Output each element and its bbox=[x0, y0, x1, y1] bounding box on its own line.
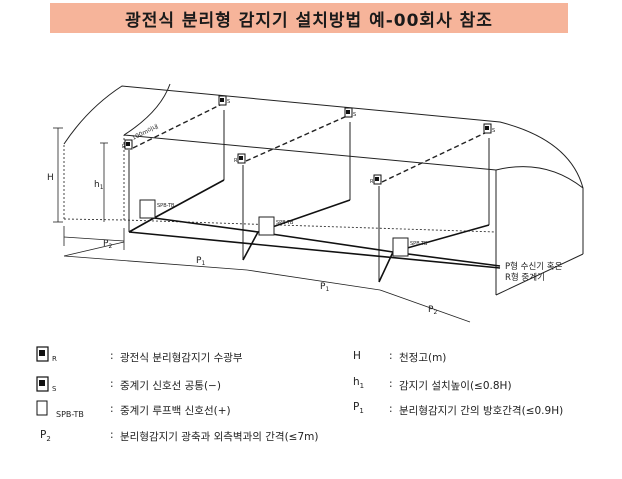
terminal-box-icon bbox=[36, 400, 48, 416]
distance-label: 100m이내 bbox=[130, 123, 159, 142]
sender-tag-2: S bbox=[353, 112, 356, 118]
dim-label-p2-left: P2 bbox=[103, 239, 112, 250]
receiver-icon bbox=[237, 153, 246, 164]
wiring bbox=[128, 179, 501, 283]
spb-tb-box-3 bbox=[392, 237, 409, 257]
legend-receiver-symbol: R bbox=[52, 355, 57, 363]
receiver-icon bbox=[373, 174, 382, 185]
spb-tb-box-2 bbox=[258, 216, 275, 236]
legend-colon: : bbox=[389, 378, 393, 390]
legend-terminal-symbol: SPB-TB bbox=[56, 410, 84, 419]
detector-tags: R S R S R S bbox=[122, 99, 495, 185]
spb-tb-label-3: SPB-TB bbox=[410, 241, 428, 247]
legend-colon: : bbox=[389, 403, 393, 415]
dim-label-h1: h1 bbox=[94, 180, 104, 191]
legend-h1-symbol: h1 bbox=[353, 376, 365, 391]
receiver-icon bbox=[36, 346, 49, 362]
receiver-tag-3: R bbox=[370, 179, 374, 185]
dimension-labels: H h1 P2 P1 P1 P2 bbox=[47, 173, 437, 316]
sender-icon bbox=[483, 123, 492, 134]
spb-tb-label-2: SPB-TB bbox=[276, 220, 294, 226]
dim-label-H: H bbox=[47, 173, 54, 183]
sender-icon bbox=[344, 107, 353, 118]
sender-tag-3: S bbox=[492, 128, 495, 134]
end-note: P형 수신기 혹은 R형 중계기 bbox=[505, 261, 563, 283]
legend-colon: : bbox=[110, 429, 114, 441]
spb-tb-box-1 bbox=[139, 199, 156, 219]
room-outline bbox=[63, 83, 584, 296]
title-bar: 광전식 분리형 감지기 설치방법 예-00회사 참조 bbox=[50, 3, 568, 33]
legend-colon: : bbox=[110, 350, 114, 362]
beam-lines bbox=[132, 103, 488, 183]
legend-sender-text: 중계기 신호선 공통(−) bbox=[120, 380, 221, 392]
page-title: 광전식 분리형 감지기 설치방법 예-00회사 참조 bbox=[125, 10, 493, 31]
dim-label-p1-a: P1 bbox=[196, 256, 205, 267]
legend: R : 광전식 분리형감지기 수광부 S : 중계기 신호선 공통(−) SPB… bbox=[0, 336, 622, 479]
dim-label-p1-b: P1 bbox=[320, 282, 329, 293]
receiver-icon bbox=[124, 139, 133, 150]
dim-label-p2-right: P2 bbox=[428, 305, 437, 316]
sender-icon bbox=[36, 376, 49, 392]
spb-tb-boxes bbox=[139, 199, 409, 257]
legend-receiver-text: 광전식 분리형감지기 수광부 bbox=[120, 352, 243, 364]
legend-p1-symbol: P1 bbox=[353, 401, 364, 416]
end-note-line-1: P형 수신기 혹은 bbox=[505, 261, 563, 272]
installation-diagram: SPB-TB SPB-TB SPB-TB R S bbox=[47, 83, 584, 323]
legend-H-text: 천정고(m) bbox=[399, 352, 447, 364]
legend-colon: : bbox=[389, 350, 393, 362]
legend-sender-symbol: S bbox=[52, 385, 57, 393]
detector-drop-lines bbox=[128, 110, 490, 282]
receiver-tag-2: R bbox=[234, 158, 238, 164]
legend-h1-text: 감지기 설치높이(≤0.8H) bbox=[399, 380, 512, 392]
legend-p2-symbol: P2 bbox=[40, 429, 51, 444]
detector-icons bbox=[124, 95, 492, 185]
spb-tb-labels: SPB-TB SPB-TB SPB-TB bbox=[157, 203, 428, 247]
room-hidden-edges bbox=[63, 135, 497, 233]
legend-H-symbol: H bbox=[353, 350, 361, 362]
end-note-line-2: R형 중계기 bbox=[505, 272, 545, 283]
receiver-tag-1: R bbox=[122, 144, 126, 150]
spb-tb-label-1: SPB-TB bbox=[157, 203, 175, 209]
legend-p1-text: 분리형감지기 간의 방호간격(≤0.9H) bbox=[399, 405, 564, 417]
sender-tag-1: S bbox=[227, 99, 230, 105]
dimension-lines bbox=[53, 127, 471, 323]
legend-colon: : bbox=[110, 403, 114, 415]
legend-p2-text: 분리형감지기 광축과 외측벽과의 간격(≤7m) bbox=[120, 431, 319, 443]
legend-terminal-text: 중계기 루프백 신호선(+) bbox=[120, 405, 231, 417]
sender-icon bbox=[218, 95, 227, 106]
legend-colon: : bbox=[110, 378, 114, 390]
